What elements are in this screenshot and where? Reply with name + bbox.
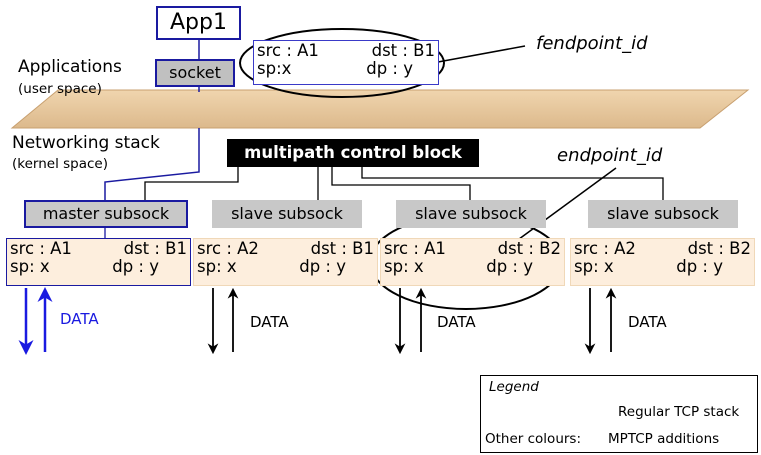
master-data-label: DATA bbox=[60, 310, 99, 328]
addr-dp: dp : y bbox=[676, 257, 723, 276]
addr-dst: dst : B2 bbox=[497, 239, 561, 258]
mcb-to-slave2-line bbox=[331, 167, 471, 200]
endpoint-id-label: endpoint_id bbox=[557, 145, 663, 166]
user-space-label: (user space) bbox=[18, 81, 102, 97]
addr-src: src : A2 bbox=[197, 239, 259, 258]
applications-label: Applications bbox=[18, 57, 122, 77]
addr-dst: dst : B1 bbox=[123, 239, 187, 258]
addr-src: src : A2 bbox=[574, 239, 636, 258]
addr-dst: dst : B1 bbox=[310, 239, 374, 258]
app1-box: App1 bbox=[156, 6, 241, 40]
master-address-box: src : A1 dst : B1 sp: x dp : y bbox=[6, 238, 191, 286]
mcb-to-slave3-line bbox=[361, 167, 664, 200]
endpoint-pointer bbox=[514, 167, 617, 243]
app-dp: dp : y bbox=[366, 59, 413, 78]
socket-box: socket bbox=[155, 59, 235, 87]
app-address-box: src : A1 dst : B1 sp:x dp : y bbox=[253, 40, 439, 85]
addr-sp: sp: x bbox=[384, 257, 424, 276]
app-sp: sp:x bbox=[257, 59, 292, 78]
fendpoint-pointer bbox=[437, 45, 526, 63]
slave-subsock-label: slave subsock bbox=[588, 200, 738, 228]
legend-box: Legend Regular TCP stack Other colours: … bbox=[480, 375, 758, 453]
user-kernel-plane bbox=[10, 89, 750, 129]
legend-other-colours: Other colours: bbox=[485, 431, 582, 447]
master-subsock-label: master subsock bbox=[24, 200, 188, 228]
mcb-to-master-line bbox=[144, 167, 239, 200]
addr-dst: dst : B2 bbox=[687, 239, 751, 258]
slave2-data-label: DATA bbox=[437, 313, 476, 331]
networking-stack-label: Networking stack bbox=[12, 133, 160, 153]
fendpoint-ellipse bbox=[239, 28, 445, 98]
slave1-address-box: src : A2 dst : B1 sp: x dp : y bbox=[193, 238, 378, 286]
slave1-data-label: DATA bbox=[250, 313, 289, 331]
slave2-address-box: src : A1 dst : B2 sp: x dp : y bbox=[380, 238, 565, 286]
addr-dp: dp : y bbox=[486, 257, 533, 276]
app-dst: dst : B1 bbox=[371, 41, 435, 60]
kernel-space-label: (kernel space) bbox=[12, 156, 108, 172]
legend-regular-tcp: Regular TCP stack bbox=[618, 404, 740, 420]
socket-to-master-line bbox=[104, 128, 200, 200]
slave3-address-box: src : A2 dst : B2 sp: x dp : y bbox=[570, 238, 755, 286]
legend-mptcp-additions: MPTCP additions bbox=[608, 431, 720, 447]
multipath-control-block: multipath control block bbox=[227, 139, 479, 167]
slave-subsock-label: slave subsock bbox=[212, 200, 362, 228]
addr-dp: dp : y bbox=[112, 257, 159, 276]
fendpoint-id-label: fendpoint_id bbox=[536, 33, 648, 54]
addr-src: src : A1 bbox=[384, 239, 446, 258]
addr-sp: sp: x bbox=[10, 257, 50, 276]
app-src: src : A1 bbox=[257, 41, 319, 60]
addr-dp: dp : y bbox=[299, 257, 346, 276]
slave3-data-label: DATA bbox=[628, 313, 667, 331]
legend-title: Legend bbox=[489, 379, 539, 395]
addr-sp: sp: x bbox=[197, 257, 237, 276]
addr-sp: sp: x bbox=[574, 257, 614, 276]
addr-src: src : A1 bbox=[10, 239, 72, 258]
slave-subsock-label: slave subsock bbox=[396, 200, 546, 228]
